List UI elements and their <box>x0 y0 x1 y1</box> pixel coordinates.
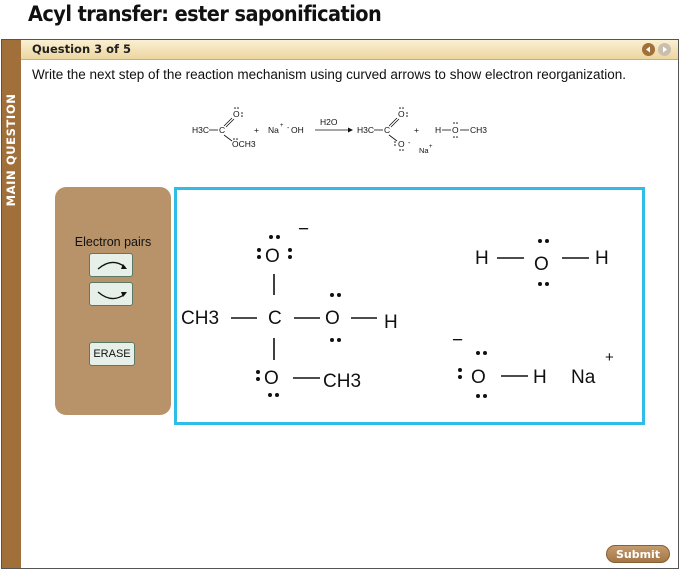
question-frame: MAIN QUESTION Question 3 of 5 Write the … <box>1 39 679 569</box>
ws-water-h1: H <box>475 248 489 269</box>
ws-carbon: C <box>268 308 282 329</box>
eq-product1-bottom-o: O <box>398 139 405 149</box>
ws-counter-ion: Na <box>571 367 596 388</box>
previous-question-button[interactable] <box>642 43 655 56</box>
eq-product2-ch3: CH3 <box>470 125 487 135</box>
curved-arrow-tool-button[interactable] <box>89 253 133 277</box>
sidebar-label: MAIN QUESTION <box>4 93 18 207</box>
ws-hydroxide-o: O <box>471 367 486 388</box>
eq-product1-top-o: O <box>398 109 405 119</box>
ws-water-o: O <box>534 254 549 275</box>
ws-ch3-left: CH3 <box>181 308 219 329</box>
eq-arrow-label: H2O <box>320 117 338 127</box>
eq-product2-o: O <box>452 125 459 135</box>
eq-plus-1: + <box>254 125 259 135</box>
eq-reagent-cation-charge: + <box>280 123 284 129</box>
ws-counter-charge: + <box>605 349 614 366</box>
ws-bottom-ch3: CH3 <box>323 371 361 392</box>
ws-top-o: O <box>265 246 280 267</box>
next-question-button[interactable] <box>658 43 671 56</box>
eq-product1-counter-charge: + <box>429 144 433 150</box>
app-title: Acyl transfer: ester saponification <box>28 2 382 26</box>
workspace-canvas: O − CH3 C O H O CH3 <box>181 219 614 398</box>
erase-button[interactable]: ERASE <box>89 342 135 366</box>
eq-reactant-carbon: C <box>219 125 225 135</box>
curved-arrow-down-icon <box>97 291 127 300</box>
eq-product1-charge: - <box>408 140 411 147</box>
chevron-right-icon <box>663 46 667 53</box>
ws-bottom-o: O <box>264 368 279 389</box>
eq-reactant-left-group: H3C <box>192 125 209 135</box>
eq-reactant-alkoxy: OCH3 <box>232 139 256 149</box>
eq-reagent-anion-charge: - <box>287 125 290 132</box>
sidebar: MAIN QUESTION <box>2 40 21 568</box>
ws-hydroxide-charge: − <box>452 330 463 351</box>
question-prompt: Write the next step of the reaction mech… <box>32 67 627 82</box>
eq-product1-left-group: H3C <box>357 125 374 135</box>
electron-pairs-label: Electron pairs <box>74 235 152 249</box>
curved-arrow-icon <box>97 261 127 270</box>
mechanism-workspace[interactable]: O − CH3 C O H O CH3 <box>174 187 645 425</box>
ws-water-h2: H <box>595 248 609 269</box>
eq-reagent-anion: OH <box>291 125 304 135</box>
ws-oh-h: H <box>384 312 398 333</box>
electron-tools-panel: Electron pairs ERASE <box>55 187 171 415</box>
ws-oh-o: O <box>325 308 340 329</box>
submit-button[interactable]: Submit <box>606 545 670 563</box>
eq-product1-carbon: C <box>384 125 390 135</box>
question-header: Question 3 of 5 <box>21 40 678 60</box>
eq-product2-h: H <box>435 125 441 135</box>
ws-hydroxide-h: H <box>533 367 547 388</box>
reverse-curved-arrow-tool-button[interactable] <box>89 282 133 306</box>
ws-top-o-charge: − <box>298 219 309 240</box>
chevron-left-icon <box>646 46 650 53</box>
eq-reagent-cation: Na <box>268 125 279 135</box>
eq-product1-counter-ion: Na <box>419 146 429 155</box>
question-title: Question 3 of 5 <box>32 42 132 56</box>
eq-plus-2: + <box>414 125 419 135</box>
reaction-equation: H3C C O OCH3 + Na + - OH H2O H3C C <box>192 107 487 155</box>
eq-reactant-carbonyl-o: O <box>233 109 240 119</box>
